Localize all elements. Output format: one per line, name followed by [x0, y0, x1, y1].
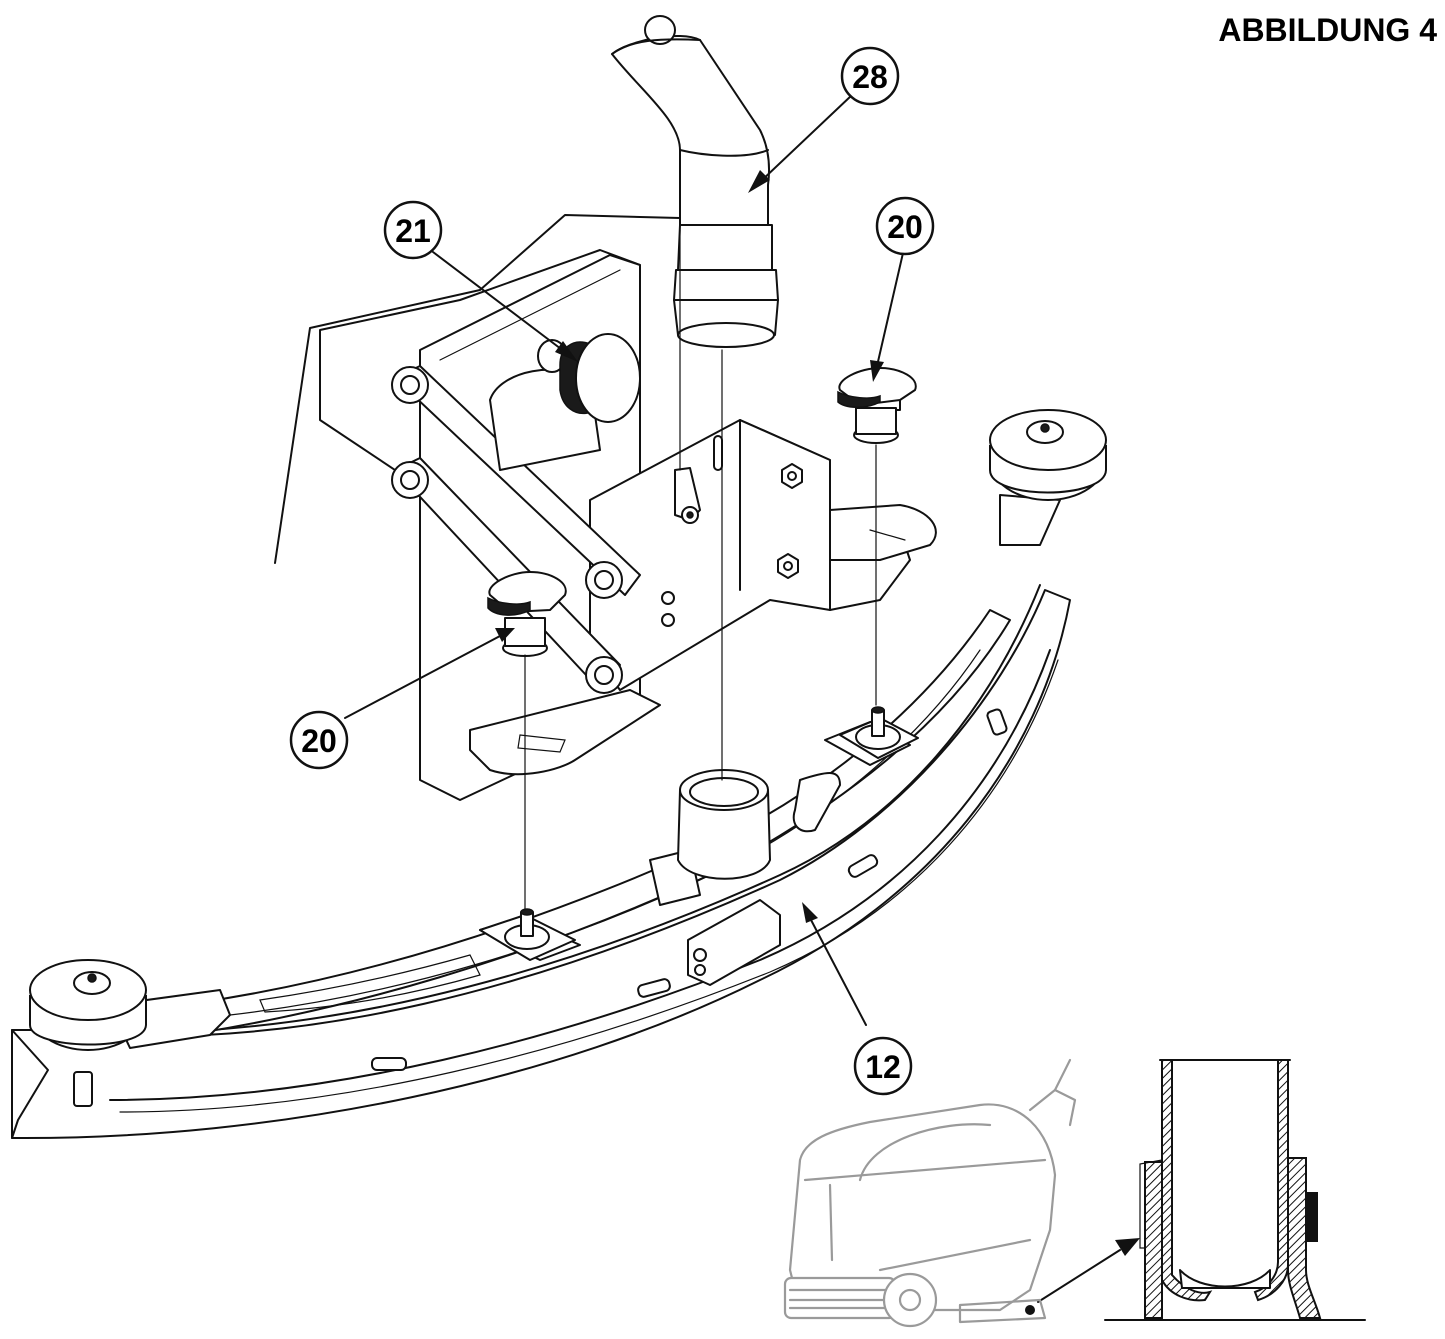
callout-label: 20	[887, 209, 923, 245]
frame-latch	[687, 899, 781, 986]
vacuum-hose	[611, 15, 779, 348]
mounting-bracket	[274, 214, 937, 801]
callout-21: 21	[383, 200, 443, 260]
frame-clip	[371, 1057, 407, 1071]
leader-lines	[344, 94, 1140, 1303]
callout-20-right: 20	[875, 196, 935, 256]
callout-12: 12	[853, 1036, 913, 1096]
section-detail	[1104, 1059, 1366, 1321]
knurled-knob	[537, 333, 641, 423]
callout-20-left: 20	[289, 710, 349, 770]
frame-stud-left	[479, 908, 576, 961]
machine-location-thumbnail	[783, 1058, 1077, 1328]
callout-label: 20	[301, 723, 337, 759]
figure-title: ABBILDUNG 4	[1218, 12, 1437, 48]
t-handle-knob-right	[837, 367, 917, 444]
callout-label: 28	[852, 59, 888, 95]
callout-label: 21	[395, 213, 431, 249]
left-wheel	[29, 959, 231, 1051]
frame-stud-right	[839, 706, 919, 759]
right-wheel	[989, 409, 1107, 546]
callout-28: 28	[840, 46, 900, 106]
callout-label: 12	[865, 1049, 901, 1085]
t-handle-knob-left	[487, 571, 567, 657]
hose-socket	[677, 769, 771, 880]
